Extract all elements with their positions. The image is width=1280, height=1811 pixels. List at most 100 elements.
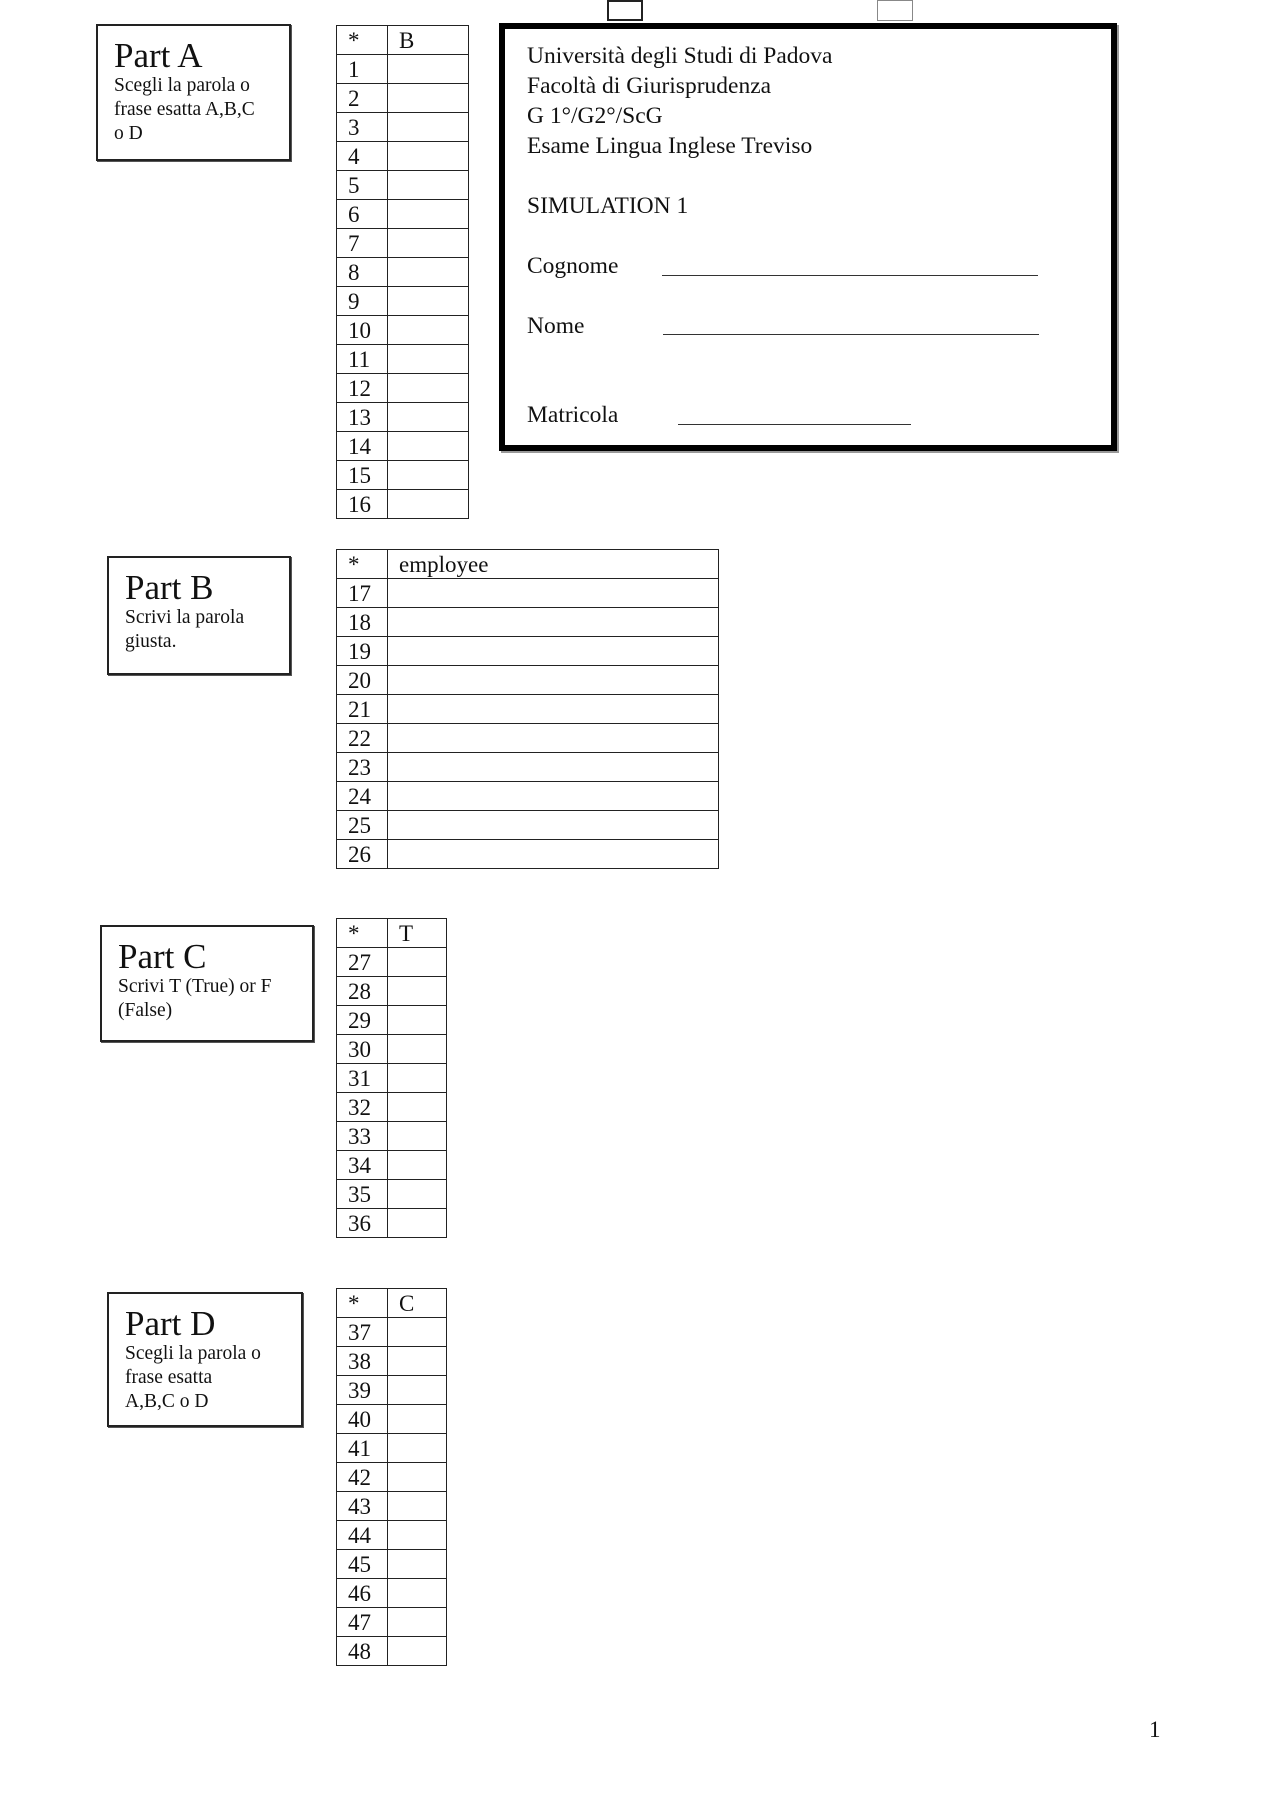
answer-cell[interactable]	[387, 373, 469, 403]
part-a-label-box: Part A Scegli la parola o frase esatta A…	[96, 24, 291, 161]
answer-cell[interactable]	[387, 1208, 447, 1238]
question-number: 42	[336, 1462, 388, 1492]
answer-row: 5	[336, 170, 469, 200]
answer-cell[interactable]	[387, 1520, 447, 1550]
answer-row: 26	[336, 839, 719, 869]
answer-cell[interactable]	[387, 723, 719, 753]
question-number: 20	[336, 665, 388, 695]
answer-cell[interactable]	[387, 460, 469, 490]
answer-cell[interactable]	[387, 257, 469, 287]
answer-row: 43	[336, 1491, 447, 1521]
answer-cell[interactable]	[387, 1150, 447, 1180]
question-number: 23	[336, 752, 388, 782]
answer-cell[interactable]	[387, 402, 469, 432]
answer-cell[interactable]	[387, 665, 719, 695]
answer-row: 47	[336, 1607, 447, 1637]
answer-row: 11	[336, 344, 469, 374]
answer-row: 3	[336, 112, 469, 142]
example-row: *T	[336, 918, 447, 948]
answer-cell[interactable]	[387, 1636, 447, 1666]
exam-header-box: Università degli Studi di Padova Facoltà…	[499, 23, 1117, 451]
answer-cell[interactable]	[387, 578, 719, 608]
answer-cell[interactable]	[387, 607, 719, 637]
answer-cell[interactable]	[387, 1433, 447, 1463]
answer-cell[interactable]	[387, 1462, 447, 1492]
answer-row: 6	[336, 199, 469, 229]
answer-cell[interactable]	[387, 1121, 447, 1151]
example-answer: B	[387, 25, 469, 55]
cognome-field[interactable]	[662, 275, 1038, 276]
answer-cell[interactable]	[387, 781, 719, 811]
answer-cell[interactable]	[387, 1491, 447, 1521]
answer-row: 21	[336, 694, 719, 724]
answer-row: 41	[336, 1433, 447, 1463]
question-number: 48	[336, 1636, 388, 1666]
answer-cell[interactable]	[387, 112, 469, 142]
answer-cell[interactable]	[387, 1092, 447, 1122]
answer-row: 17	[336, 578, 719, 608]
answer-cell[interactable]	[387, 344, 469, 374]
answer-cell[interactable]	[387, 976, 447, 1006]
answer-cell[interactable]	[387, 1063, 447, 1093]
question-number: 47	[336, 1607, 388, 1637]
example-marker: *	[336, 1288, 388, 1318]
answer-cell[interactable]	[387, 1549, 447, 1579]
example-marker: *	[336, 918, 388, 948]
answer-cell[interactable]	[387, 170, 469, 200]
answer-cell[interactable]	[387, 752, 719, 782]
example-marker: *	[336, 549, 388, 579]
answer-cell[interactable]	[387, 1034, 447, 1064]
answer-cell[interactable]	[387, 839, 719, 869]
answer-cell[interactable]	[387, 1375, 447, 1405]
question-number: 29	[336, 1005, 388, 1035]
answer-row: 10	[336, 315, 469, 345]
answer-row: 38	[336, 1346, 447, 1376]
answer-row: 18	[336, 607, 719, 637]
answer-cell[interactable]	[387, 431, 469, 461]
question-number: 41	[336, 1433, 388, 1463]
answer-cell[interactable]	[387, 636, 719, 666]
answer-cell[interactable]	[387, 694, 719, 724]
answer-row: 31	[336, 1063, 447, 1093]
answer-cell[interactable]	[387, 1607, 447, 1637]
question-number: 37	[336, 1317, 388, 1347]
answer-cell[interactable]	[387, 54, 469, 84]
answer-cell[interactable]	[387, 947, 447, 977]
answer-row: 30	[336, 1034, 447, 1064]
answer-row: 34	[336, 1150, 447, 1180]
answer-cell[interactable]	[387, 83, 469, 113]
answer-row: 37	[336, 1317, 447, 1347]
question-number: 10	[336, 315, 388, 345]
answer-cell[interactable]	[387, 1005, 447, 1035]
answer-cell[interactable]	[387, 489, 469, 519]
answer-cell[interactable]	[387, 1404, 447, 1434]
answer-row: 42	[336, 1462, 447, 1492]
question-number: 33	[336, 1121, 388, 1151]
question-number: 32	[336, 1092, 388, 1122]
answer-cell[interactable]	[387, 228, 469, 258]
answer-cell[interactable]	[387, 141, 469, 171]
question-number: 12	[336, 373, 388, 403]
nome-field[interactable]	[663, 334, 1039, 335]
answer-cell[interactable]	[387, 1346, 447, 1376]
answer-row: 23	[336, 752, 719, 782]
answer-row: 16	[336, 489, 469, 519]
question-number: 27	[336, 947, 388, 977]
question-number: 15	[336, 460, 388, 490]
answer-cell[interactable]	[387, 1317, 447, 1347]
answer-cell[interactable]	[387, 199, 469, 229]
answer-cell[interactable]	[387, 810, 719, 840]
answer-cell[interactable]	[387, 1179, 447, 1209]
answer-cell[interactable]	[387, 286, 469, 316]
matricola-field[interactable]	[678, 424, 911, 425]
answer-cell[interactable]	[387, 315, 469, 345]
example-answer: C	[387, 1288, 447, 1318]
answer-cell[interactable]	[387, 1578, 447, 1608]
question-number: 3	[336, 112, 388, 142]
answer-row: 35	[336, 1179, 447, 1209]
answer-row: 4	[336, 141, 469, 171]
question-number: 2	[336, 83, 388, 113]
